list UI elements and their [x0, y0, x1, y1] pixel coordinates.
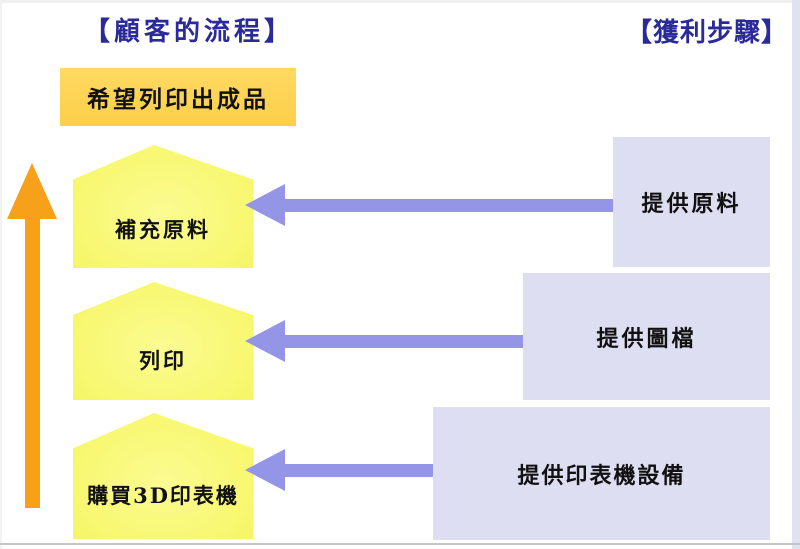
up-arrow-head: [7, 163, 57, 219]
up-arrow-shaft: [25, 216, 40, 508]
customer-step-label: 補充原料: [115, 216, 211, 242]
goal-box: 希望列印出成品: [60, 68, 296, 126]
profit-box-image-file: 提供圖檔: [523, 273, 770, 400]
left-arrow-head: [245, 320, 285, 362]
left-arrow-head: [245, 449, 285, 491]
customer-step-label: 列印: [139, 348, 187, 373]
profit-box-label: 提供印表機設備: [517, 462, 686, 489]
left-arrow-head: [245, 184, 285, 226]
customer-step-refill-material: 補充原料: [73, 145, 253, 268]
frame-right-edge: [792, 0, 800, 549]
profit-box-raw-material: 提供原料: [613, 137, 770, 267]
customer-step-label: 購買3D印表機: [87, 483, 239, 508]
left-arrow-shaft: [283, 334, 527, 348]
profit-box-label: 提供原料: [641, 191, 742, 217]
left-arrow-shaft: [283, 463, 437, 477]
profit-box-label: 提供圖檔: [596, 325, 697, 352]
customer-step-buy-3d-printer: 購買3D印表機: [73, 413, 253, 539]
left-arrow-shaft: [283, 198, 617, 212]
customer-flow-title: 【顧客的流程】: [84, 17, 295, 47]
profit-steps-title: 【獲利步驟】: [626, 18, 789, 48]
frame-top-edge: [0, 0, 800, 3]
bottom-divider: [0, 543, 800, 545]
frame-left-edge: [0, 0, 2, 549]
goal-box-label: 希望列印出成品: [87, 86, 269, 113]
profit-box-printer-equipment: 提供印表機設備: [433, 407, 770, 540]
customer-step-print: 列印: [73, 282, 253, 400]
